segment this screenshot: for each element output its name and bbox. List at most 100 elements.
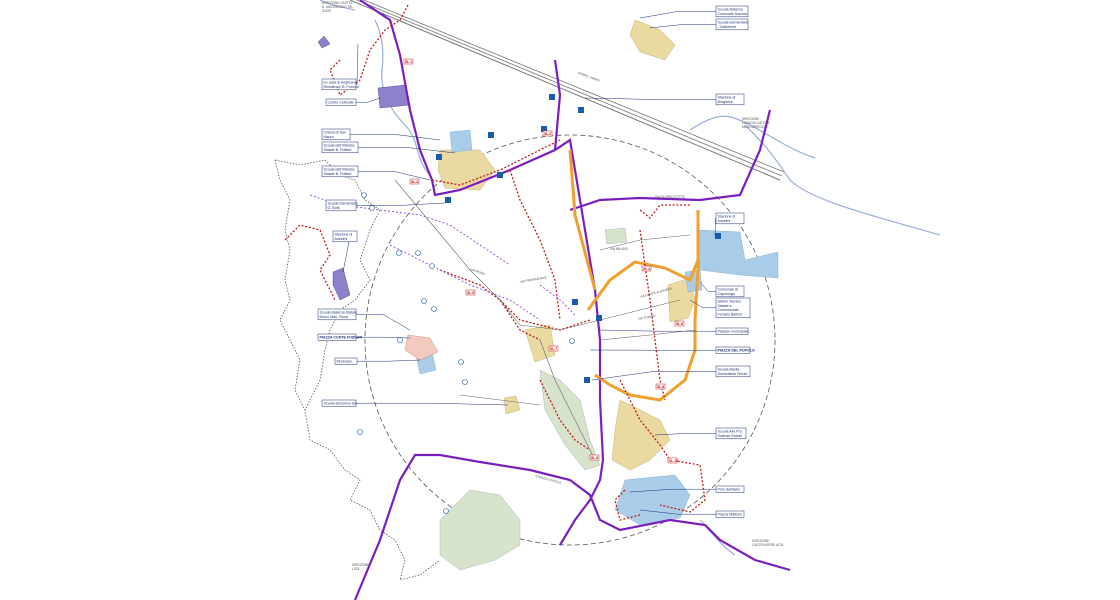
parking-marker <box>429 263 435 269</box>
label-box <box>715 212 745 225</box>
road-north-branch <box>553 59 562 151</box>
leader-line <box>356 314 411 331</box>
road-label-road-via-roma: VIA ROMA <box>470 267 487 276</box>
label-text: Municipio <box>337 359 352 363</box>
municipal-boundary-west <box>274 159 306 411</box>
route-tag-box <box>403 58 414 65</box>
route-tag-text: SL.10 <box>669 459 678 463</box>
parking-marker <box>458 359 464 365</box>
route-tag-text: SL.5 <box>467 291 474 295</box>
leader-line <box>356 97 381 103</box>
road-label-road-direzione-lasagni: MAGGIOREGGIO <box>742 125 768 129</box>
label-box <box>317 333 357 341</box>
label-text: Generalista Ferrari <box>718 372 748 376</box>
map-label-piazza-conte-fossati: PIAZZA CONTE FOSSATI <box>317 333 411 341</box>
pink-area-fossati <box>404 334 439 361</box>
route-tag-text: SL.1 <box>405 60 412 64</box>
label-text: Polo Sanitario <box>718 487 740 491</box>
label-text: Commerciale <box>718 308 739 312</box>
label-box <box>715 346 751 354</box>
route-tag: SL.1 <box>403 58 414 65</box>
label-text: Palazzo municipale <box>718 329 749 333</box>
label-text: Statale B. Pottiert <box>324 148 352 152</box>
municipal-boundary <box>274 159 441 581</box>
label-text: PIAZZA CONTE FOSSATI <box>320 335 363 339</box>
label-text: Comunale Azzurra <box>718 12 748 16</box>
label-text: Capoluogo <box>718 292 735 296</box>
label-text: Borghese <box>718 100 733 104</box>
facility-icon <box>572 299 578 305</box>
label-box <box>715 427 747 440</box>
route-tag-text: SL.4 <box>643 267 650 271</box>
map-label-scuola-elementare-galimberti: Scuola Elementare- Galimberti <box>649 18 749 31</box>
label-text: Statale e <box>718 304 732 308</box>
route-tag-box <box>542 130 553 137</box>
green-area-southwest <box>439 489 521 571</box>
yellow-small-area-south-west <box>503 395 521 415</box>
label-box <box>334 357 358 365</box>
parking-marker <box>396 250 402 256</box>
leader-line <box>591 371 716 381</box>
label-text: Anselmi <box>718 219 731 223</box>
label-text: Scuola dell'Infanzia <box>324 143 355 147</box>
leader-line <box>629 488 716 493</box>
railway-line <box>349 0 785 181</box>
land-use-areas <box>317 19 779 571</box>
label-box <box>715 365 751 378</box>
label-text: - Galimberti <box>718 25 737 29</box>
route-tag: SL.3 <box>409 178 420 185</box>
label-box <box>317 308 357 321</box>
leader-line <box>689 299 716 309</box>
route-tag-box <box>674 320 685 327</box>
road-label-road-ferrovia: FERRO VIARIO <box>578 71 601 83</box>
road-label-road-via-milano: VIA MILANO <box>610 247 629 251</box>
label-text: Ferraris Battisti <box>718 313 742 317</box>
road-label-road-direzione-castelverde: CASTELVERDE ALTA <box>752 543 784 547</box>
route-tag-text: SL.8 <box>657 385 664 389</box>
label-box <box>715 93 745 106</box>
label-text: Istituto Tecnico <box>718 299 742 303</box>
route-tag-box <box>589 454 600 461</box>
blue-area-school <box>449 129 473 153</box>
label-text: Stazione di <box>718 214 736 218</box>
label-box <box>715 485 745 493</box>
yellow-area-south <box>611 399 671 471</box>
road-label-road-direzione-lodi: DIREZIONE <box>352 563 369 567</box>
route-tag: SL.10 <box>667 457 678 464</box>
label-box <box>715 5 749 18</box>
label-text: Scienze Sociali <box>718 434 743 438</box>
label-box <box>325 199 357 212</box>
facility-icon <box>715 233 721 239</box>
road-label-road-strada-statale: STRADA STATALE <box>535 474 562 485</box>
facility-icon <box>549 94 555 100</box>
label-text: Scuola Media <box>718 367 740 371</box>
leader-line <box>358 147 456 154</box>
route-tag-box <box>667 457 678 464</box>
leader-line <box>654 433 716 436</box>
route-tag-box <box>548 345 559 352</box>
label-box <box>715 297 751 318</box>
label-box <box>321 78 357 91</box>
label-text: PIAZZA DEL POPOLO <box>718 348 756 352</box>
yellow-area-school <box>437 149 496 191</box>
label-text: Scuola Elementare <box>718 20 748 24</box>
road-label-road-direzione-lodi: LODI <box>352 567 360 571</box>
pedestrian-zone-circle <box>364 134 776 546</box>
label-text: Ex casa di Anglicano <box>324 80 357 84</box>
route-tags: SL.1SL.2SL.3SL.4SL.5SL.6SL.7SL.8SL.9SL.1… <box>403 58 685 464</box>
label-text: Bruno Mari, Pizza <box>320 315 348 319</box>
road-label-road-direzione-castel: D. MOGREGGIO TEL <box>322 5 353 9</box>
lilac-area-west <box>332 267 351 301</box>
leader-line <box>357 359 421 362</box>
